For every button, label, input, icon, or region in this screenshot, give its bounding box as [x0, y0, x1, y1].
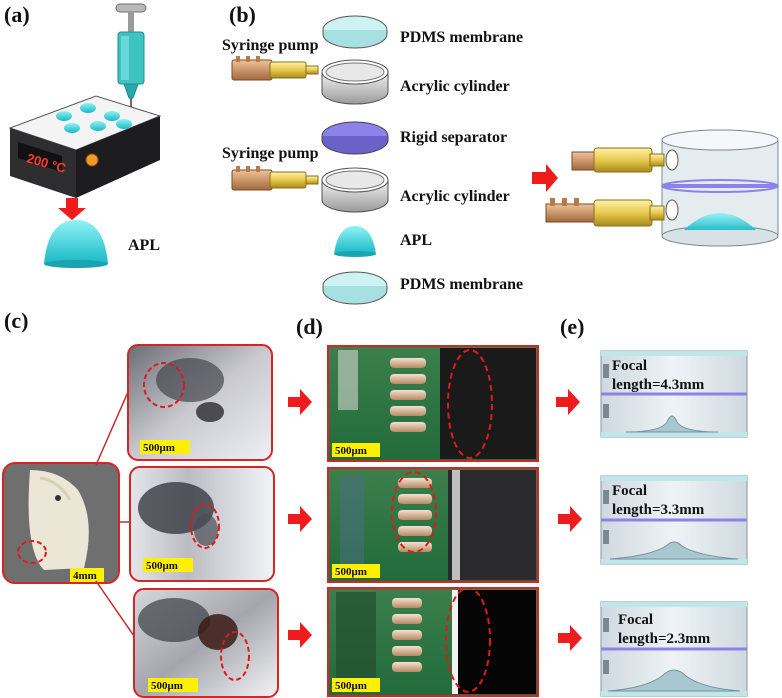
scale-label-c3: 500μm: [151, 680, 183, 692]
scale-label-d3: 500μm: [335, 680, 367, 692]
pdms-membrane-top-icon: [322, 15, 388, 49]
lens-chamber-1: Focal length=4.3mm: [600, 350, 748, 438]
insect-image-3: 500μm: [133, 588, 279, 698]
apl-small-icon: [334, 226, 376, 257]
pcb-image-1: 500μm: [327, 345, 539, 462]
insect-image-2: 500μm: [129, 466, 275, 582]
arrow-right-icon-c2: [288, 506, 312, 532]
arrow-right-icon: [532, 164, 558, 192]
panel-a-label: (a): [4, 2, 30, 27]
acrylic-cylinder-bottom-icon: [321, 167, 389, 213]
arrow-right-icon-d2: [558, 506, 582, 532]
hot-plate: 200 °C: [8, 95, 162, 198]
arrow-down-icon: [58, 198, 86, 220]
insect-image-1: 500μm: [127, 344, 273, 461]
panel-e-label: (e): [560, 314, 584, 339]
part-label-2: Acrylic cylinder: [400, 78, 510, 95]
drop-icons: [56, 103, 132, 133]
focal-label-3-line2: length=2.3mm: [618, 631, 711, 647]
panel-b-label: (b): [229, 2, 256, 27]
part-label-4: Acrylic cylinder: [400, 188, 510, 205]
focal-label-1-line1: Focal: [612, 358, 647, 374]
assembled-device: [545, 129, 779, 247]
rigid-separator-icon: [321, 121, 389, 155]
part-label-3: Rigid separator: [400, 129, 507, 146]
pcb-image-3: 500μm: [327, 587, 539, 697]
panel-d-label: (d): [296, 314, 323, 339]
syringe-pump-icon-2: [231, 166, 319, 191]
acrylic-cylinder-top-icon: [321, 59, 389, 105]
syringe-pump-label-top: Syringe pump: [222, 37, 319, 54]
arrow-right-icon-c3: [288, 622, 312, 648]
scale-label-c1: 500μm: [143, 442, 175, 454]
scale-label-c2: 500μm: [146, 560, 178, 572]
knob-icon: [85, 153, 99, 167]
arrow-right-icon-c1: [288, 389, 312, 415]
connector-lines: [95, 391, 135, 637]
syringe-pump-label-bottom: Syringe pump: [222, 145, 319, 162]
part-label-6: PDMS membrane: [400, 276, 523, 293]
arrow-right-icon-d3: [558, 625, 582, 651]
arrow-right-icon-d1: [556, 389, 580, 415]
apl-label: APL: [128, 237, 160, 254]
scale-label-overview: 4mm: [73, 570, 97, 582]
butterfly-overview-image: 4mm: [2, 462, 120, 584]
pdms-membrane-bottom-icon: [322, 271, 388, 305]
apl-dome-icon: [44, 220, 108, 268]
part-label-1: PDMS membrane: [400, 29, 523, 46]
lens-chamber-3: Focal length=2.3mm: [600, 601, 748, 697]
scale-label-d1: 500μm: [335, 445, 367, 457]
syringe-pump-icon: [231, 56, 319, 81]
scale-label-d2: 500μm: [335, 566, 367, 578]
syringe-icon: [115, 3, 147, 108]
panel-c-label: (c): [4, 308, 28, 333]
focal-label-2-line2: length=3.3mm: [612, 502, 705, 518]
focal-label-2-line1: Focal: [612, 483, 647, 499]
focal-label-3-line1: Focal: [618, 612, 653, 628]
lens-chamber-2: Focal length=3.3mm: [600, 475, 748, 565]
part-label-5: APL: [400, 232, 432, 249]
pcb-image-2: 500μm: [327, 467, 539, 583]
focal-label-1-line2: length=4.3mm: [612, 377, 705, 393]
